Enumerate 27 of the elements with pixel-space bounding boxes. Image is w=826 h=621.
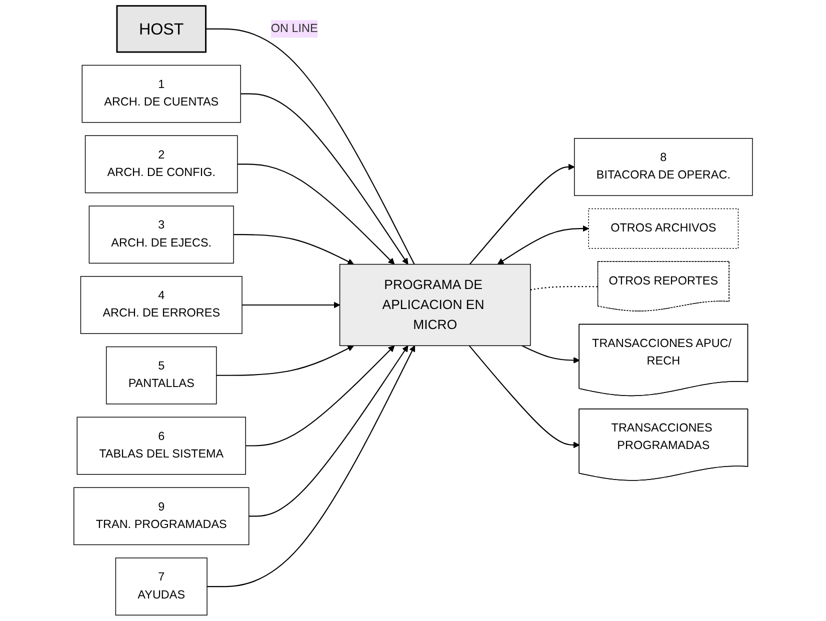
arrow [248, 345, 408, 517]
arrow [240, 93, 408, 265]
node-box: 7 AYUDAS [115, 558, 208, 616]
node-box: PROGRAMA DE APLICACION EN MICRO [339, 264, 531, 346]
node-box: 3 ARCH. DE EJECS. [88, 206, 234, 264]
node-box: 9 TRAN. PROGRAMADAS [73, 487, 250, 546]
arrow [497, 225, 589, 264]
arrow [233, 234, 354, 265]
node-box: 8 BITACORA DE OPERAC. [574, 138, 753, 196]
node-box: OTROS ARCHIVOS [588, 208, 738, 249]
node-box: 6 TABLAS DEL SISTEMA [76, 416, 246, 475]
node-box: 1 ARCH. DE CUENTAS [82, 64, 241, 123]
arrow [522, 345, 580, 364]
edge-label: ON LINE [270, 22, 318, 35]
node-box: HOST [116, 5, 206, 53]
arrow [468, 345, 580, 448]
arrow [242, 302, 340, 308]
node-box: 5 PANTALLAS [106, 346, 217, 404]
node-box: 2 ARCH. DE CONFIG. [84, 135, 238, 194]
connector [206, 28, 415, 265]
arrow [216, 345, 354, 376]
arrow [237, 164, 395, 265]
arrow [469, 164, 575, 265]
arrow [206, 345, 415, 588]
node-box: 4 ARCH. DE ERRORES [80, 276, 242, 334]
connector [530, 286, 598, 290]
arrow [245, 345, 395, 446]
